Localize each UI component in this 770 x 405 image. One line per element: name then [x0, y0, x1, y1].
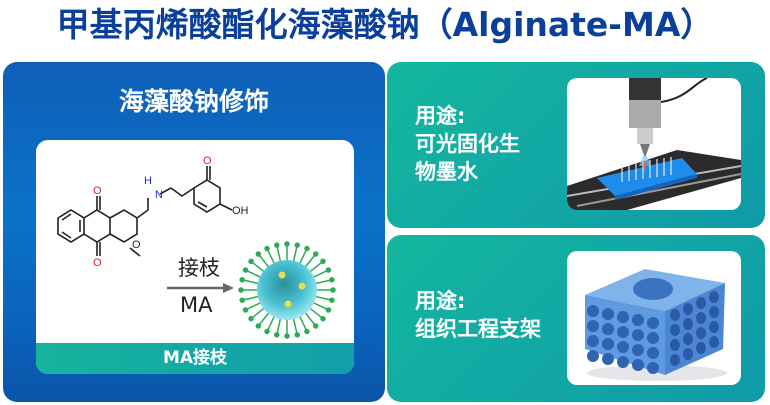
porous-scaffold-icon [585, 269, 727, 381]
oxygen-atom: O [93, 185, 102, 197]
graft-label: 接枝 [178, 256, 220, 280]
use-line: 组织工程支架 [415, 317, 541, 341]
molecule-structure-icon: O O O H N O OH [57, 155, 249, 269]
modified-particle-icon [238, 241, 336, 339]
hydrogen-atom: H [144, 175, 152, 187]
bioprinter-image [567, 78, 741, 210]
oxygen-atom: O [93, 257, 102, 269]
scaffold-use-panel: 用途: 组织工程支架 [387, 235, 765, 402]
scaffold-image [567, 251, 741, 385]
modification-heading: 海藻酸钠修饰 [118, 87, 269, 116]
hydroxyl-group: OH [232, 205, 249, 217]
ma-reagent-label: MA [180, 293, 213, 317]
use-label: 用途: [415, 104, 466, 128]
reaction-arrow-icon [167, 283, 234, 293]
use-line: 物墨水 [415, 160, 478, 184]
bioprinter-icon [567, 78, 741, 210]
nitrogen-atom: N [155, 189, 163, 201]
use-text: 用途: 可光固化生 物墨水 [415, 102, 520, 186]
carbonyl-oxygen-atom: O [203, 155, 212, 167]
use-text: 用途: 组织工程支架 [415, 287, 541, 343]
page-title: 甲基丙烯酸酯化海藻酸钠（Alginate-MA） [56, 5, 714, 44]
bioink-use-panel: 用途: 可光固化生 物墨水 [387, 62, 765, 228]
modification-panel: 海藻酸钠修饰 [3, 62, 385, 402]
reaction-diagram-card: O O O H N O OH 接枝 MA [36, 140, 354, 374]
use-label: 用途: [415, 289, 466, 313]
ma-graft-footer: MA接枝 [36, 343, 354, 374]
ring-oxygen-atom: O [132, 239, 141, 251]
use-line: 可光固化生 [415, 132, 520, 156]
